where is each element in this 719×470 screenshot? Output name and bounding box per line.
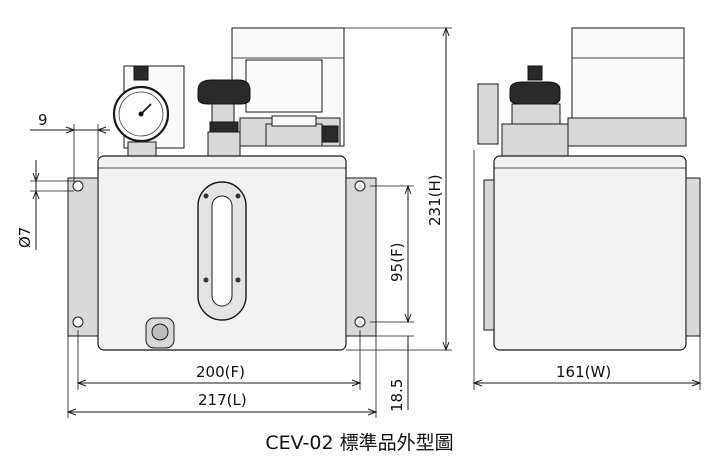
right-mount-bracket bbox=[345, 177, 377, 337]
left-mount-bracket bbox=[67, 177, 99, 337]
arrow-down bbox=[442, 341, 450, 352]
sight-screw-2 bbox=[235, 193, 241, 199]
side-valve-body bbox=[501, 123, 569, 157]
valve-nut bbox=[209, 121, 239, 133]
gauge-hub bbox=[138, 111, 144, 117]
side-mount-bracket bbox=[685, 177, 701, 337]
sight-screw-1 bbox=[203, 193, 209, 199]
drain-plug-center bbox=[151, 323, 169, 341]
left-bottom-hole bbox=[72, 316, 84, 328]
dimension-labels: 9 Ø7 231(H) 95(F) 18.5 200(F) 217(L) 161… bbox=[16, 111, 611, 412]
sight-glass-window bbox=[211, 195, 233, 307]
arrow-95-up bbox=[404, 184, 412, 195]
gap-label: 9 bbox=[38, 111, 48, 129]
side-reservoir-tank bbox=[493, 155, 687, 351]
sight-screw-3 bbox=[203, 277, 209, 283]
side-knob-top bbox=[527, 65, 543, 81]
gauge-stem bbox=[127, 141, 157, 157]
front-view bbox=[67, 27, 377, 351]
arrow-9-left bbox=[65, 126, 76, 134]
gauge-fitting bbox=[133, 65, 149, 81]
motor-label-plate bbox=[245, 59, 323, 113]
drawing-caption: CEV-02 標準品外型圖 bbox=[265, 432, 454, 454]
filler-ring bbox=[271, 115, 317, 127]
side-motor-cap bbox=[571, 27, 685, 59]
arrow-d7-up bbox=[32, 189, 40, 200]
mount-h-label: 200(F) bbox=[196, 363, 245, 381]
arrow-161-right bbox=[691, 379, 702, 387]
side-valve-neck bbox=[511, 103, 561, 125]
arrow-217-right bbox=[367, 408, 378, 416]
dimension-lines bbox=[30, 26, 702, 418]
valve-neck bbox=[211, 103, 235, 123]
left-top-hole bbox=[72, 180, 84, 192]
arrow-161-left bbox=[472, 379, 483, 387]
arrow-95-down bbox=[404, 313, 412, 324]
right-bottom-hole bbox=[354, 316, 366, 328]
offset-label: 18.5 bbox=[388, 379, 406, 412]
motor-cap bbox=[231, 27, 345, 59]
arrow-9-right bbox=[96, 126, 107, 134]
mount-v-label: 95(F) bbox=[388, 243, 406, 282]
height-label: 231(H) bbox=[426, 174, 444, 226]
arrow-d7-down bbox=[32, 172, 40, 183]
side-motor-base bbox=[567, 117, 687, 147]
side-valve-knob-icon bbox=[509, 81, 561, 105]
arrow-200-right bbox=[351, 379, 362, 387]
arrow-200-left bbox=[76, 379, 87, 387]
valve-knob-icon bbox=[197, 79, 251, 105]
right-top-hole bbox=[354, 180, 366, 192]
side-view bbox=[477, 27, 701, 351]
side-rear-flange bbox=[483, 179, 495, 331]
length-label: 217(L) bbox=[198, 391, 247, 409]
small-fitting bbox=[321, 125, 339, 143]
side-gauge-profile bbox=[477, 83, 499, 145]
sight-screw-4 bbox=[235, 277, 241, 283]
gauge-dial-ring bbox=[118, 91, 164, 137]
width-label: 161(W) bbox=[556, 363, 611, 381]
valve-body bbox=[207, 131, 241, 159]
filler-cap bbox=[265, 123, 323, 147]
hole-diameter-label: Ø7 bbox=[16, 227, 34, 248]
arrow-217-left bbox=[66, 408, 77, 416]
arrow-up bbox=[442, 26, 450, 37]
